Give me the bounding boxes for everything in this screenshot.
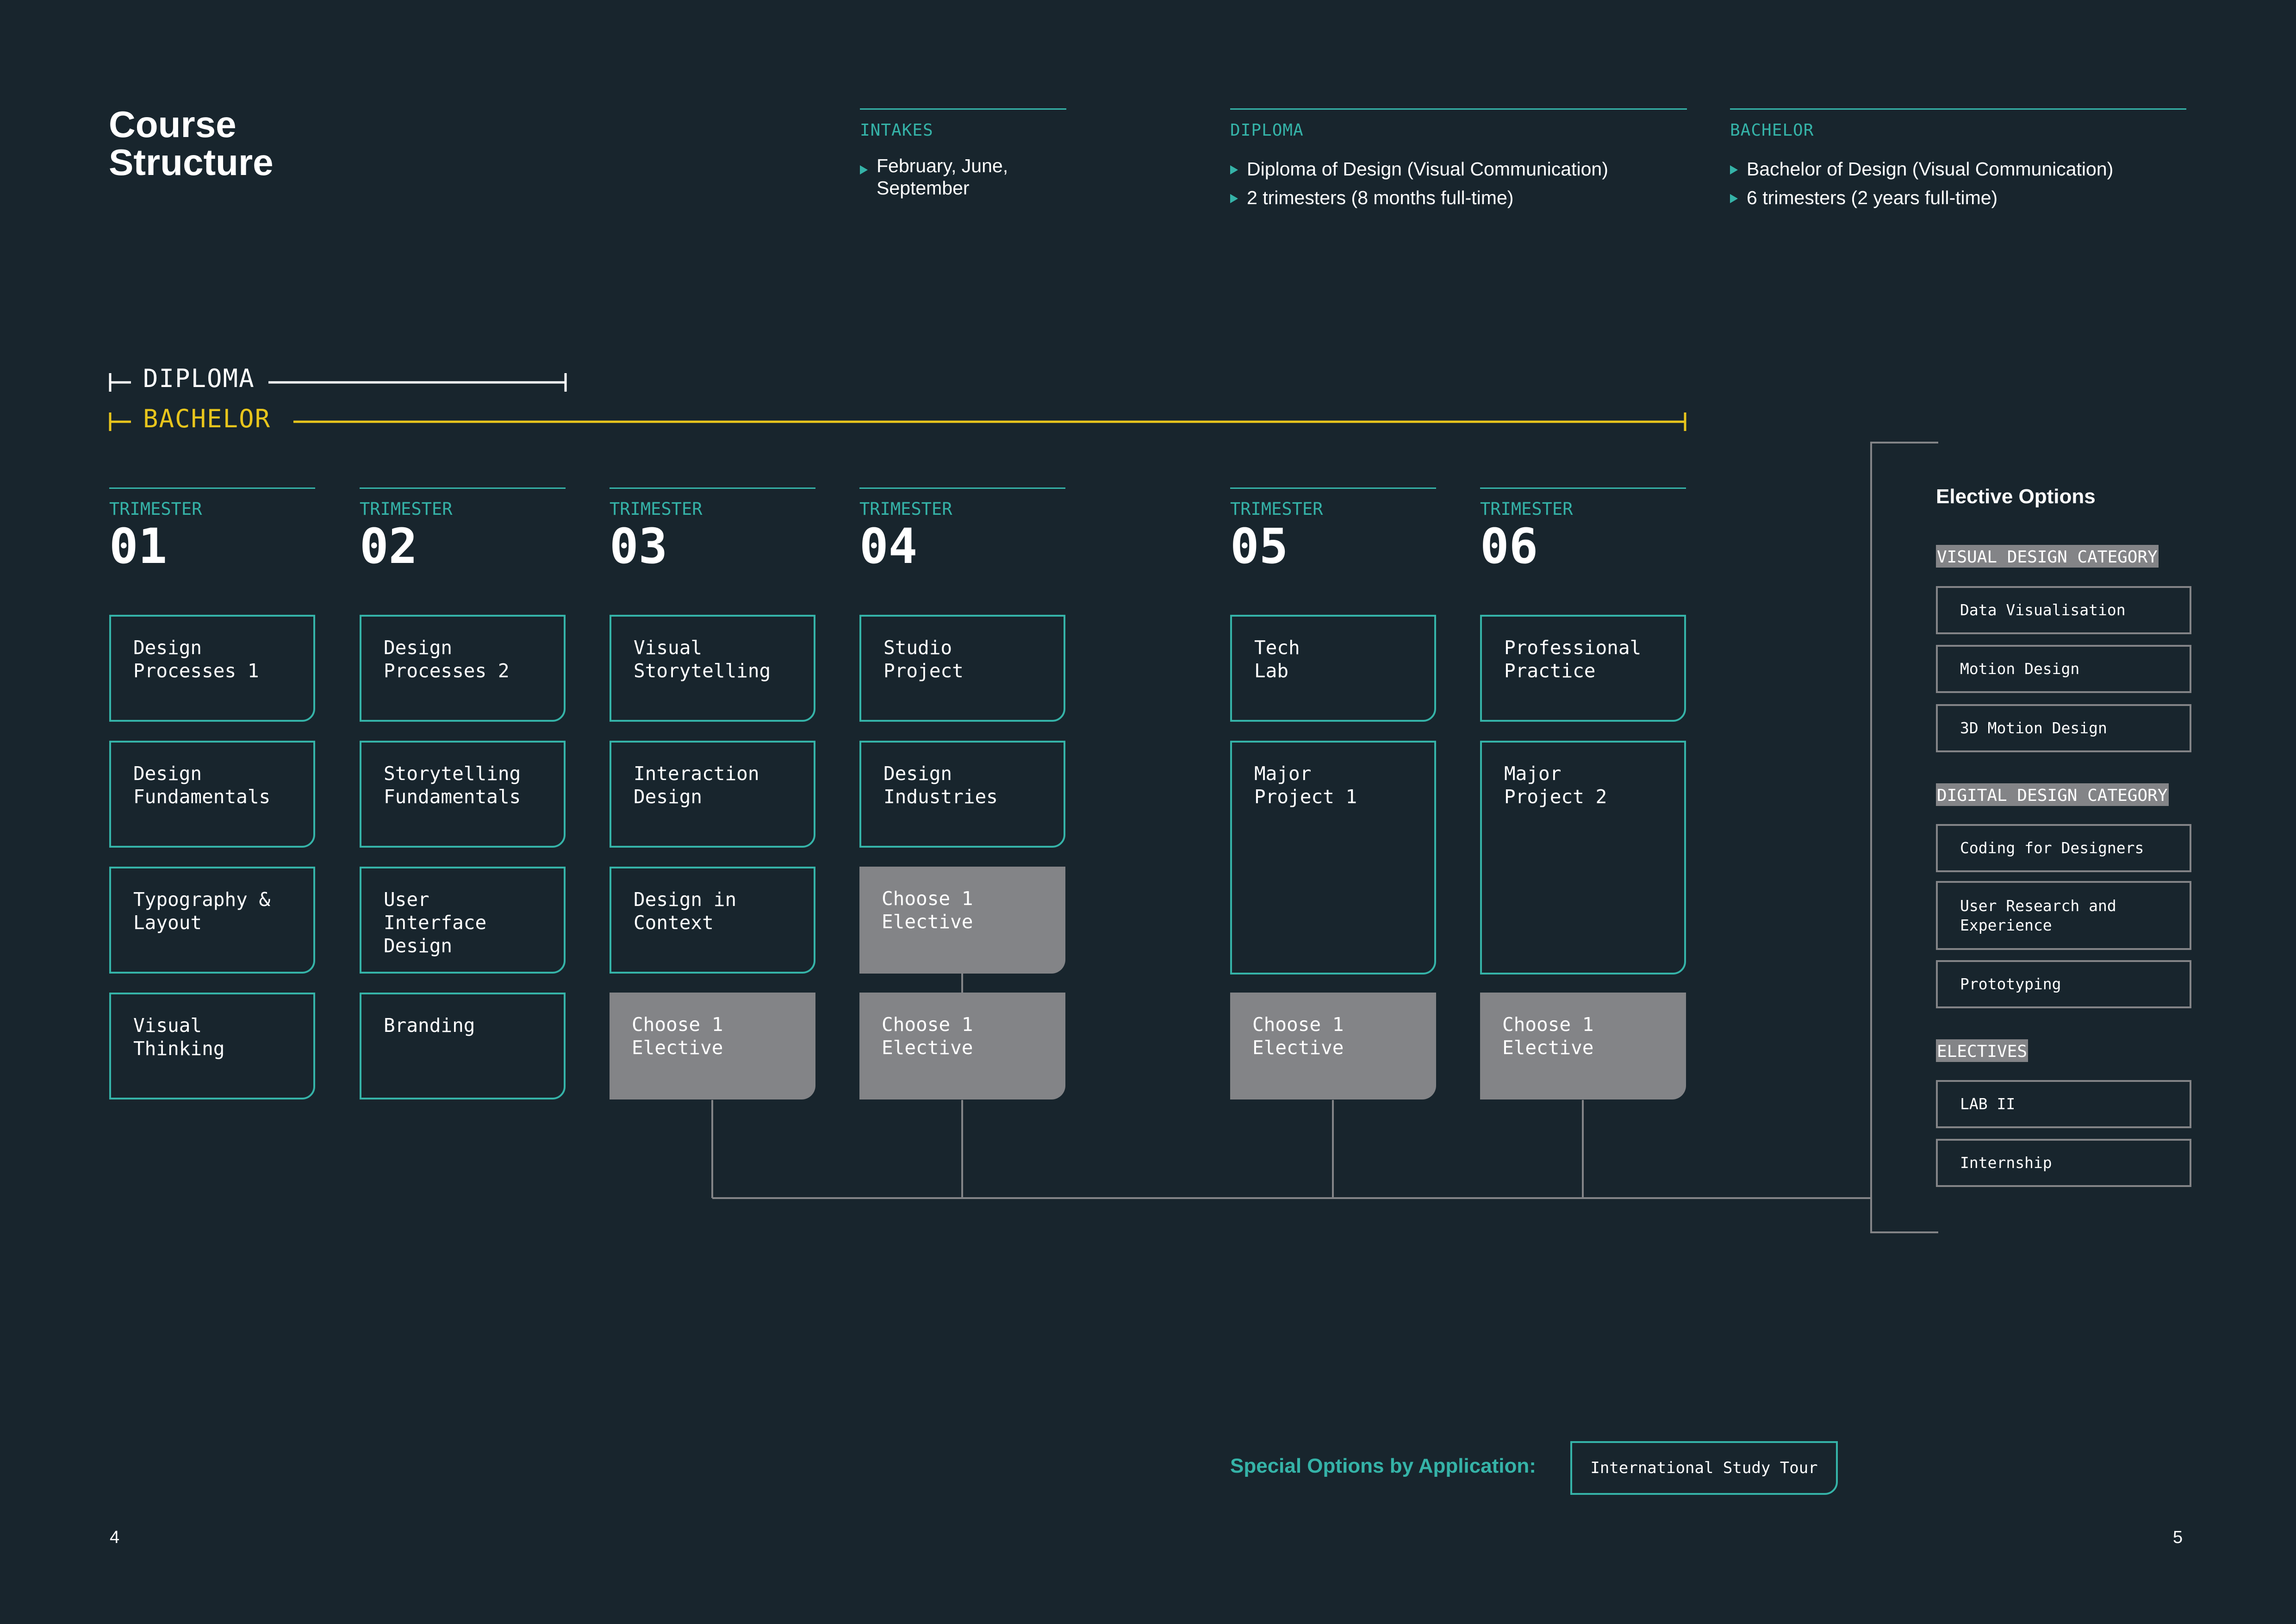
trimester-number: 06 <box>1480 518 1538 575</box>
trimester-label: TRIMESTER <box>1230 499 1323 519</box>
trimester-03-header: TRIMESTER 03 <box>610 487 815 572</box>
elective-option: 3D Motion Design <box>1936 704 2191 752</box>
elective-slot: Choose 1 Elective <box>859 867 1065 974</box>
course-tech-lab: Tech Lab <box>1230 615 1436 722</box>
bachelor-duration-label: BACHELOR <box>143 404 271 433</box>
bachelor-duration-bar <box>109 412 1686 431</box>
trimester-06-header: TRIMESTER 06 <box>1480 487 1686 572</box>
international-study-tour: International Study Tour <box>1570 1441 1838 1495</box>
bachelor-list: Bachelor of Design (Visual Communication… <box>1730 155 2186 212</box>
trimester-label: TRIMESTER <box>360 499 453 519</box>
course-branding: Branding <box>360 993 566 1099</box>
course-user-interface-design: User Interface Design <box>360 867 566 974</box>
elective-option: User Research and Experience <box>1936 881 2191 950</box>
electives-category: ELECTIVES <box>1936 1039 2028 1062</box>
trimester-05-header: TRIMESTER 05 <box>1230 487 1436 572</box>
course-visual-storytelling: Visual Storytelling <box>610 615 815 722</box>
course-studio-project: Studio Project <box>859 615 1065 722</box>
course-design-industries: Design Industries <box>859 741 1065 848</box>
trimester-number: 04 <box>859 518 918 575</box>
diploma-item: 2 trimesters (8 months full-time) <box>1230 183 1687 212</box>
course-design-processes-2: Design Processes 2 <box>360 615 566 722</box>
bachelor-item: Bachelor of Design (Visual Communication… <box>1730 155 2186 183</box>
course-major-project-2: Major Project 2 <box>1480 741 1686 974</box>
elective-slot: Choose 1 Elective <box>1480 993 1686 1099</box>
trimester-label: TRIMESTER <box>109 499 202 519</box>
trimester-label: TRIMESTER <box>1480 499 1573 519</box>
elective-option: Internship <box>1936 1139 2191 1187</box>
intakes-block: INTAKES February, June, September <box>860 108 1066 199</box>
special-options-label: Special Options by Application: <box>1230 1455 1536 1477</box>
trimester-label: TRIMESTER <box>610 499 703 519</box>
elective-option: Prototyping <box>1936 960 2191 1008</box>
trimester-number: 05 <box>1230 518 1288 575</box>
category-label: DIGITAL DESIGN CATEGORY <box>1936 783 2169 806</box>
digital-design-category: DIGITAL DESIGN CATEGORY <box>1936 783 2169 806</box>
trimester-02-header: TRIMESTER 02 <box>360 487 566 572</box>
trimester-number: 03 <box>610 518 668 575</box>
course-major-project-1: Major Project 1 <box>1230 741 1436 974</box>
diploma-duration-bar <box>109 373 567 392</box>
trimester-01-header: TRIMESTER 01 <box>109 487 315 572</box>
diploma-block: DIPLOMA Diploma of Design (Visual Commun… <box>1230 108 1687 212</box>
elective-option: Motion Design <box>1936 645 2191 693</box>
course-design-fundamentals: Design Fundamentals <box>109 741 315 848</box>
course-design-in-context: Design in Context <box>610 867 815 974</box>
elective-option: Coding for Designers <box>1936 824 2191 872</box>
intakes-heading: INTAKES <box>860 121 933 140</box>
bachelor-heading: BACHELOR <box>1730 121 1814 140</box>
category-label: VISUAL DESIGN CATEGORY <box>1936 545 2159 568</box>
trimester-number: 02 <box>360 518 418 575</box>
trimester-04-header: TRIMESTER 04 <box>859 487 1065 572</box>
elective-slot: Choose 1 Elective <box>1230 993 1436 1099</box>
intakes-item: February, June, September <box>860 155 1066 199</box>
diploma-heading: DIPLOMA <box>1230 121 1304 140</box>
page-number-right: 5 <box>2173 1528 2183 1547</box>
course-professional-practice: Professional Practice <box>1480 615 1686 722</box>
course-typography-layout: Typography & Layout <box>109 867 315 974</box>
course-visual-thinking: Visual Thinking <box>109 993 315 1099</box>
bachelor-block: BACHELOR Bachelor of Design (Visual Comm… <box>1730 108 2186 212</box>
trimester-label: TRIMESTER <box>859 499 952 519</box>
trimester-number: 01 <box>109 518 168 575</box>
visual-design-category: VISUAL DESIGN CATEGORY <box>1936 545 2159 568</box>
elective-option: LAB II <box>1936 1080 2191 1128</box>
elective-option: Data Visualisation <box>1936 586 2191 634</box>
elective-connector-lines <box>711 442 1938 1233</box>
category-label: ELECTIVES <box>1936 1039 2028 1062</box>
diploma-item: Diploma of Design (Visual Communication) <box>1230 155 1687 183</box>
course-design-processes-1: Design Processes 1 <box>109 615 315 722</box>
elective-slot: Choose 1 Elective <box>610 993 815 1099</box>
diploma-duration-label: DIPLOMA <box>143 364 255 393</box>
elective-slot: Choose 1 Elective <box>859 993 1065 1099</box>
course-storytelling-fundamentals: Storytelling Fundamentals <box>360 741 566 848</box>
intakes-list: February, June, September <box>860 155 1066 199</box>
course-interaction-design: Interaction Design <box>610 741 815 848</box>
bachelor-item: 6 trimesters (2 years full-time) <box>1730 183 2186 212</box>
diploma-list: Diploma of Design (Visual Communication)… <box>1230 155 1687 212</box>
page-title: Course Structure <box>109 104 274 183</box>
elective-options-title: Elective Options <box>1936 485 2096 508</box>
page-number-left: 4 <box>110 1528 120 1547</box>
